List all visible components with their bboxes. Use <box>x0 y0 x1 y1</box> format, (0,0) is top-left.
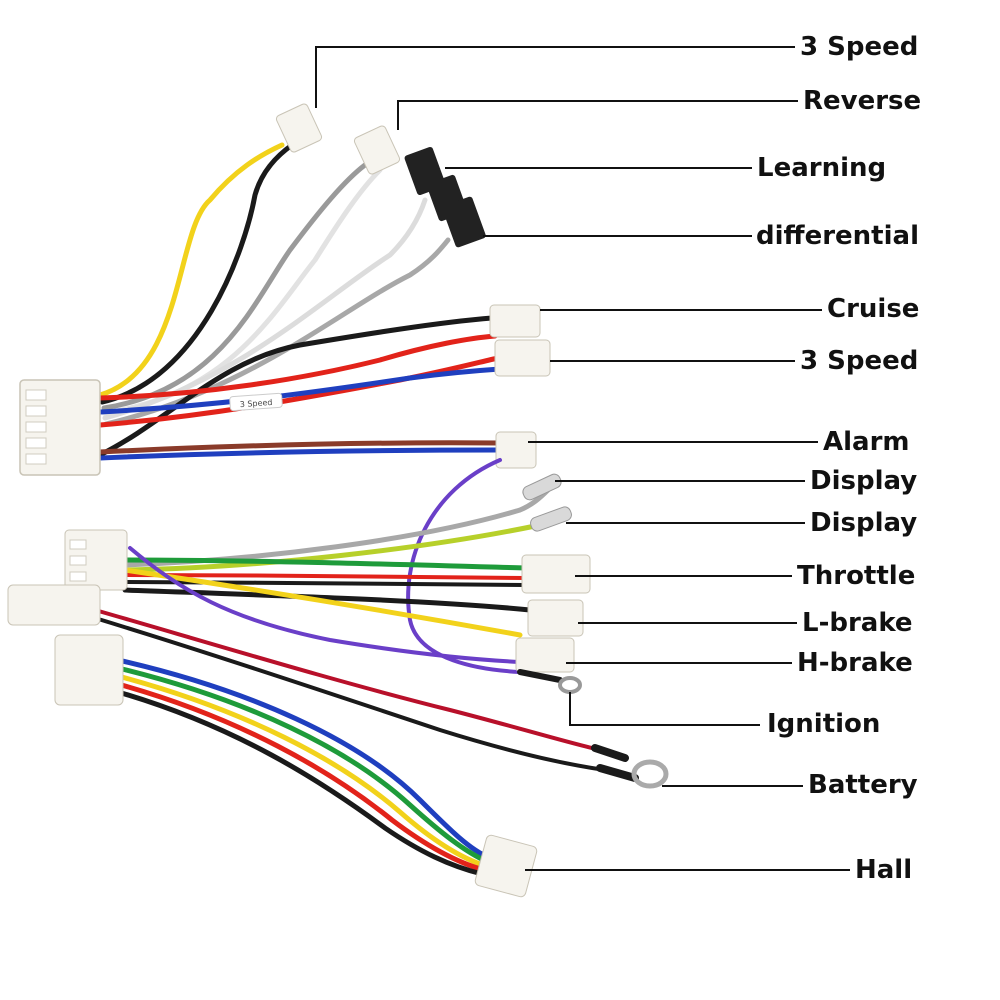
wire-purple-hbrake <box>128 546 522 664</box>
wire-red-cruise <box>97 333 498 401</box>
wire-brown-alarm <box>97 440 503 455</box>
wire-black-3speed <box>99 142 295 405</box>
connector-throttle <box>521 554 591 594</box>
wire-blue-3speed <box>97 366 503 415</box>
leader-lines <box>315 46 850 871</box>
ring-terminal-battery <box>596 759 669 789</box>
label-throttle: Throttle <box>797 561 916 591</box>
wire-red-throttle <box>123 573 527 580</box>
connector-hall <box>474 834 538 898</box>
upper-main-connector <box>19 379 101 476</box>
wire-blue-hall <box>115 657 493 861</box>
wire-red-battery <box>93 608 602 752</box>
connector-lbrake <box>527 599 584 637</box>
label-learning: Learning <box>757 153 887 183</box>
connector-3speed-mid <box>494 339 551 377</box>
connector-alarm <box>495 431 537 469</box>
connector-reverse <box>353 125 401 175</box>
label-differential: differential <box>756 221 919 251</box>
leader-3speed-top <box>315 46 795 108</box>
label-cruise: Cruise <box>827 294 920 324</box>
connector-cruise <box>489 304 541 338</box>
connector-differential <box>442 196 486 248</box>
upper-harness-wires <box>97 142 503 461</box>
label-display-2: Display <box>810 508 918 538</box>
wire-gray-reverse <box>101 162 368 411</box>
wire-black-throttle <box>123 580 527 587</box>
wire-yellowgreen-display-2 <box>122 522 543 573</box>
wire-yellow-3speed <box>97 142 285 398</box>
label-reverse: Reverse <box>803 86 922 116</box>
connector-hbrake <box>515 637 575 673</box>
battery-plug-connector <box>7 584 101 626</box>
ring-terminal-ignition <box>517 669 582 694</box>
leader-ignition <box>569 692 760 726</box>
wire-green-throttle <box>122 557 528 571</box>
label-battery: Battery <box>808 770 918 800</box>
wire-yellow-hall <box>115 673 489 869</box>
leader-reverse <box>397 100 798 130</box>
wire-yellow-lbrake <box>122 567 523 638</box>
wire-tag-text: 3 Speed <box>239 398 272 409</box>
terminal-display-2 <box>530 506 572 532</box>
label-display-1: Display <box>810 466 918 496</box>
connector-3speed-top <box>275 103 323 153</box>
wire-blue-alarm <box>97 447 503 461</box>
hall-plug-connector-left <box>54 634 124 706</box>
wire-tag-3speed: 3 Speed <box>229 392 283 412</box>
label-ignition: Ignition <box>767 709 881 739</box>
label-3speed-top: 3 Speed <box>800 32 919 62</box>
terminal-display-1 <box>522 473 562 501</box>
wire-red-hall <box>115 681 487 873</box>
label-3speed-mid: 3 Speed <box>800 346 919 376</box>
wire-black-battery <box>93 616 607 772</box>
wire-white-learning <box>102 197 428 421</box>
lower-main-connector <box>64 529 128 591</box>
label-hall: Hall <box>855 855 913 885</box>
lower-harness-wires <box>93 458 607 877</box>
ring-terminal-battery-red <box>591 744 629 762</box>
label-lbrake: L-brake <box>802 608 913 638</box>
wire-black-hall <box>115 689 485 877</box>
wire-black-lbrake <box>122 587 533 613</box>
label-hbrake: H-brake <box>797 648 913 678</box>
label-alarm: Alarm <box>823 427 910 457</box>
wire-green-hall <box>115 665 491 865</box>
